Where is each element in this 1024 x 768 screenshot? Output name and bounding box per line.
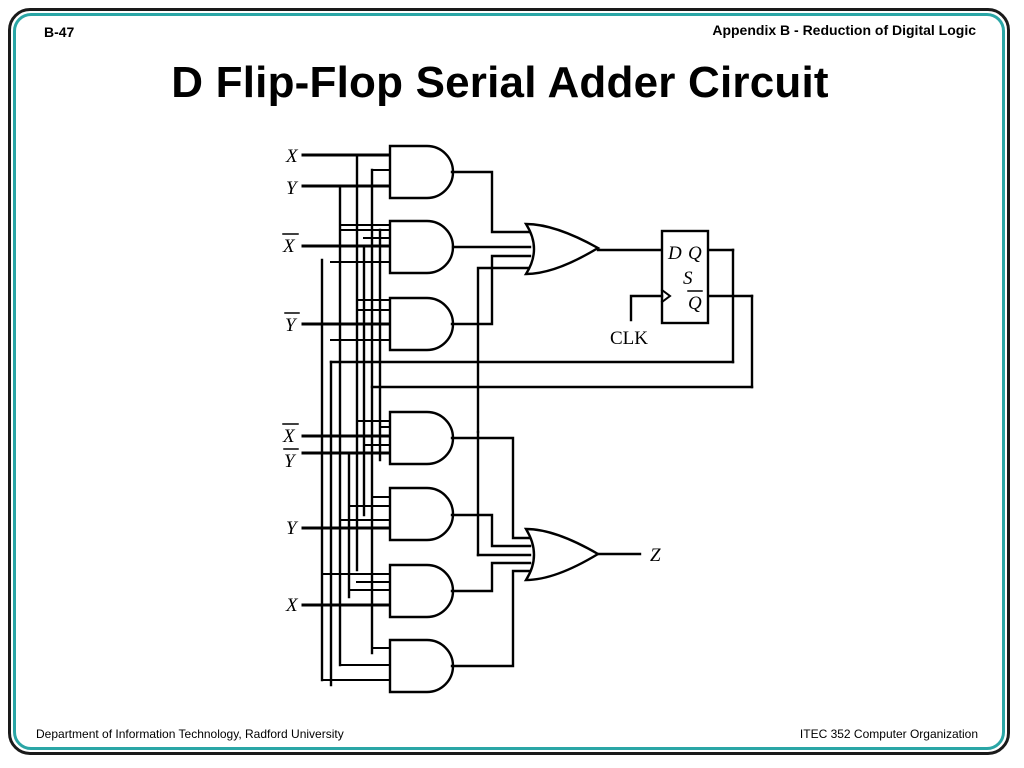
output-label-z: Z [650,545,661,566]
slide-frame-inner [13,13,1005,750]
ff-q-bar-label: Q [688,293,702,314]
input-label-y-2: Y [286,518,299,539]
feedback-lines [329,248,754,389]
d-flip-flop: D Q S Q [629,229,710,325]
input-label-y-bar-2: Y [284,451,297,472]
input-label-y: Y [286,178,299,199]
input-label-x-bar: X [282,236,296,257]
ff-q-label: Q [688,243,702,264]
ff-s-label: S [683,268,693,289]
clock-label: CLK [610,328,648,349]
ff-d-label: D [667,243,682,264]
and-gates-bottom [388,410,455,694]
and-gate [388,296,455,352]
or-gate [523,222,601,276]
footer-course: ITEC 352 Computer Organization [799,727,978,741]
gate-input-taps-bottom [321,420,391,681]
and-gate [388,486,455,542]
slide-number: B-47 [44,24,75,40]
input-label-x-bar-2: X [282,426,296,447]
input-lines [301,153,392,607]
input-label-x-2: X [285,595,299,616]
gate-input-taps-top [330,169,391,341]
and-gate [388,144,455,200]
input-label-y-bar: Y [285,315,298,336]
and-gate [388,219,455,275]
and-gate [388,563,455,619]
and-gates-top [388,144,455,352]
or-gate-top-wiring [450,170,664,434]
or-gate [523,527,601,582]
footer-department: Department of Information Technology, Ra… [36,727,344,741]
or-gate-bottom-wiring [450,430,642,668]
section-heading: Appendix B - Reduction of Digital Logic [712,22,976,38]
and-gate [388,410,455,466]
input-label-x: X [285,146,299,167]
and-gate [388,638,455,694]
slide-frame-outer [8,8,1010,755]
page-title: D Flip-Flop Serial Adder Circuit [171,58,829,107]
